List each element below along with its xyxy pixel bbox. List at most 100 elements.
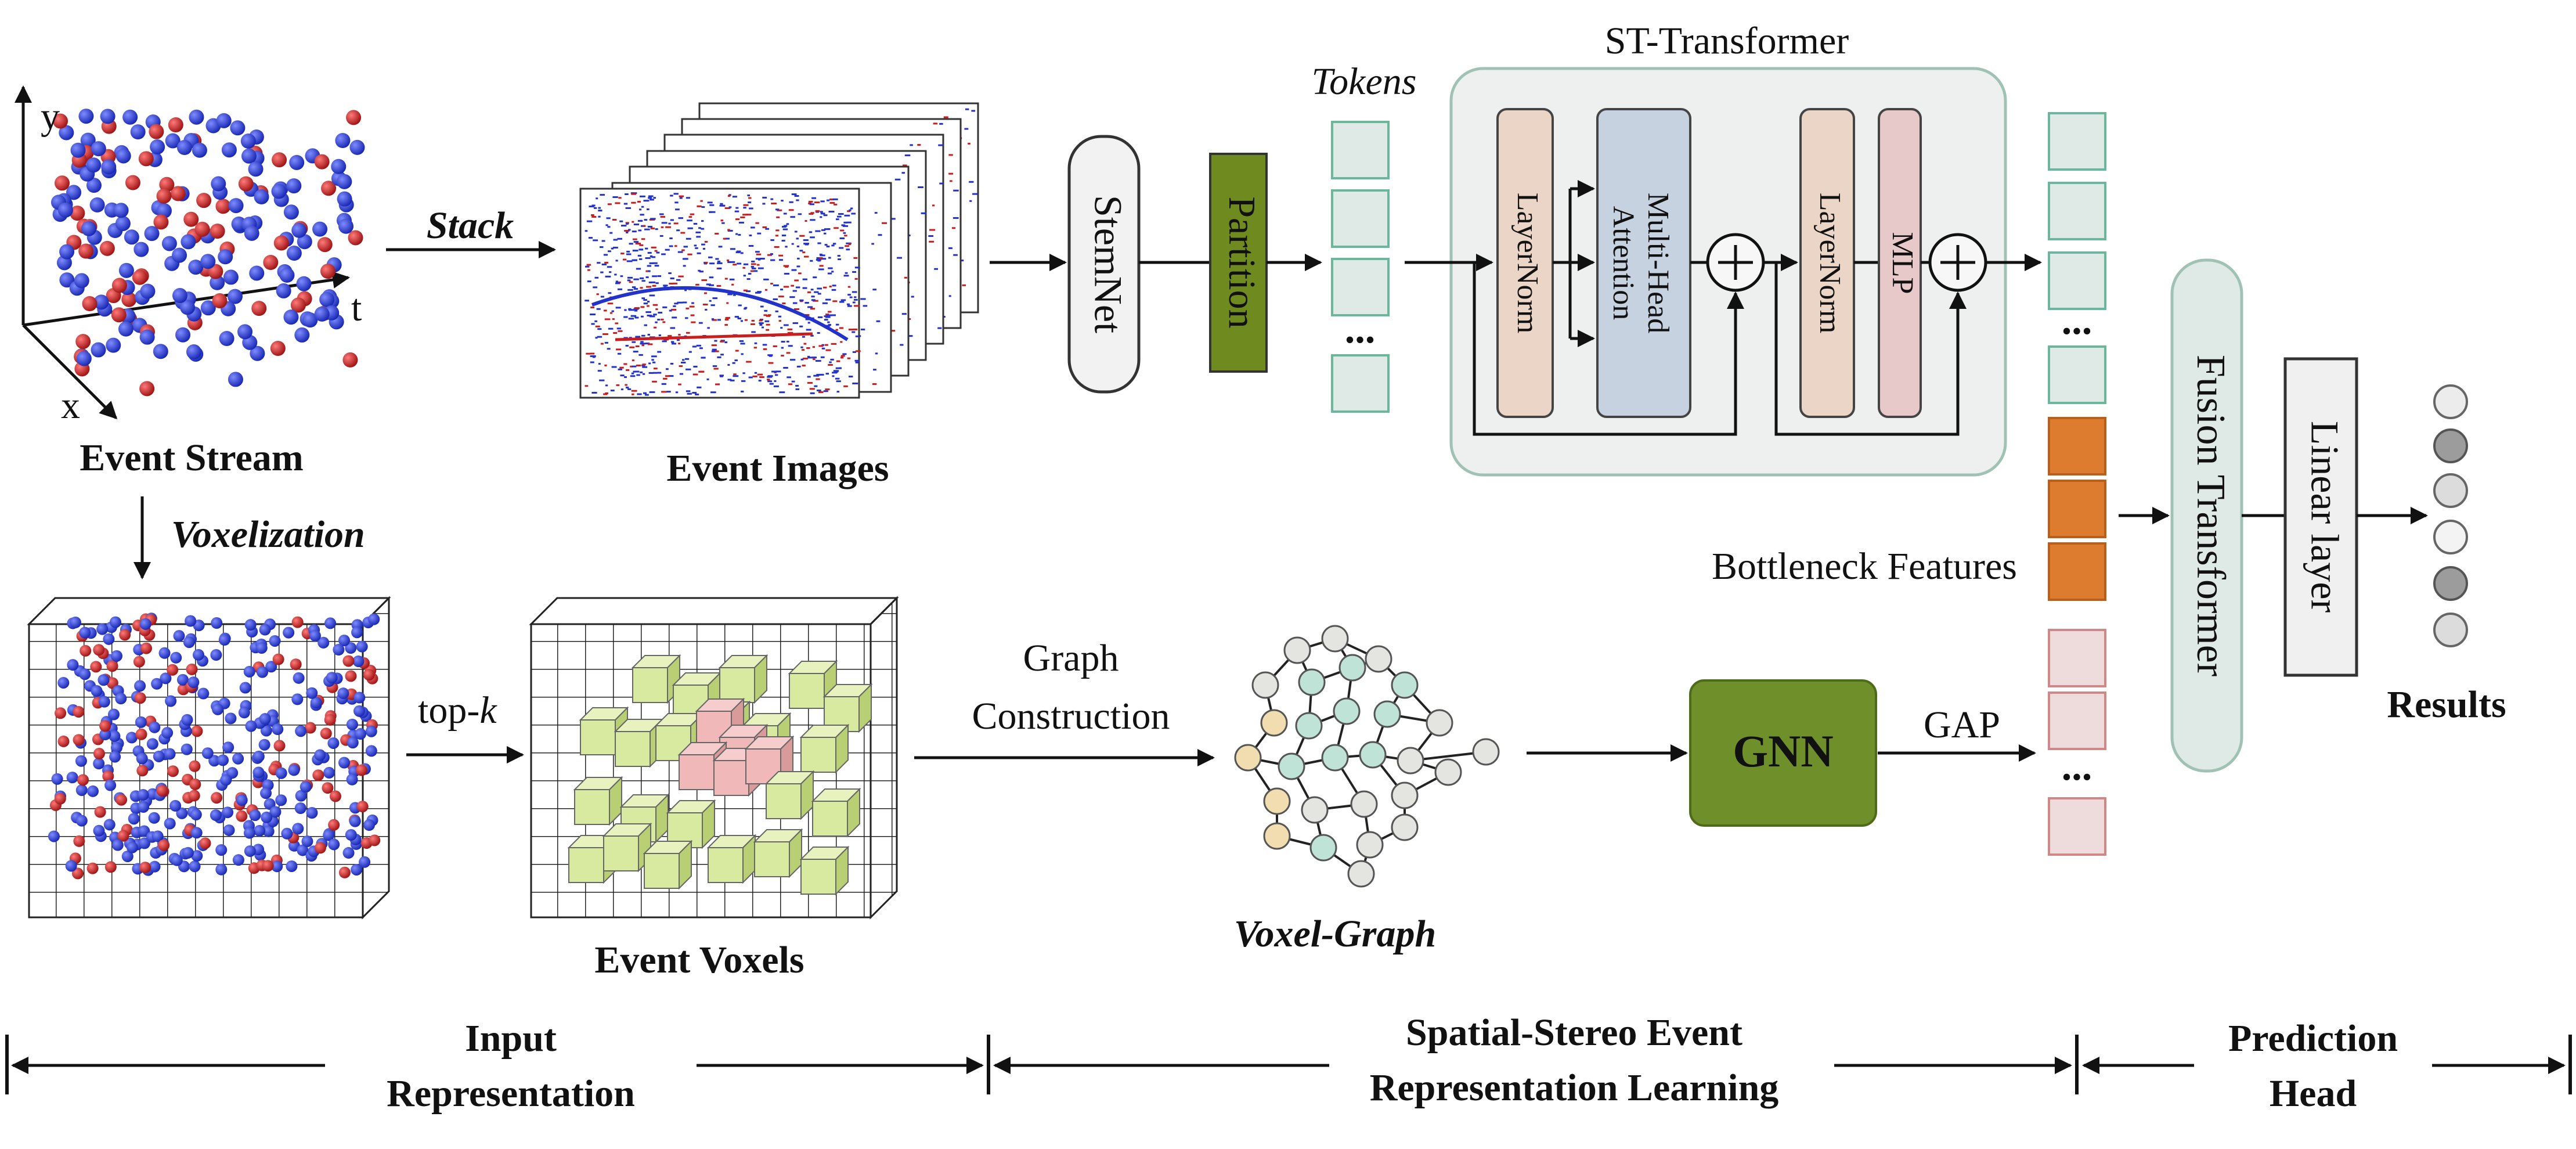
result-node: [2433, 613, 2468, 647]
stemnet-label: StemNet: [1086, 195, 1130, 333]
voxel-event-point: [156, 784, 168, 797]
stack-label: Stack: [427, 204, 514, 247]
voxel-event-point: [346, 718, 358, 730]
voxel-cube: [766, 783, 802, 819]
event-point: [91, 342, 106, 358]
voxel-event-point: [93, 644, 105, 656]
event-points: [50, 109, 365, 397]
voxel-event-point: [258, 739, 270, 751]
voxel-grid-figure: [27, 596, 391, 920]
voxel-event-point: [197, 687, 210, 700]
event-point: [93, 294, 109, 310]
fusion-transformer-label: Fusion Transformer: [2188, 355, 2233, 676]
event-images-label: Event Images: [666, 447, 889, 489]
voxel-event-point: [65, 860, 77, 872]
event-point: [270, 341, 286, 356]
voxel-cube: [632, 667, 668, 703]
voxel-event-point: [165, 695, 177, 707]
voxel-event-point: [167, 765, 179, 777]
voxel-event-point: [98, 696, 110, 708]
graph-node: [1391, 671, 1419, 699]
residual-2: [1774, 262, 1967, 436]
graph-node: [1338, 654, 1366, 682]
event-point: [86, 178, 102, 193]
voxel-cube: [603, 835, 639, 871]
voxel-event-point: [369, 834, 381, 847]
voxel-event-point: [86, 785, 99, 797]
event-point: [230, 120, 246, 136]
voxel-event-point: [104, 779, 117, 791]
event-point: [210, 224, 225, 239]
voxel-event-point: [318, 636, 330, 649]
event-stream-figure: y t x: [15, 85, 365, 427]
event-point: [82, 296, 98, 312]
voxel-event-point: [139, 862, 151, 874]
event-point: [153, 344, 168, 359]
voxel-event-point: [291, 693, 304, 705]
event-point: [75, 334, 91, 350]
voxel-event-point: [158, 839, 170, 851]
mlp-label: MLP: [1886, 232, 1919, 294]
event-point: [125, 175, 140, 190]
event-point: [76, 351, 92, 366]
voxel-event-point: [353, 705, 366, 717]
voxel-event-point: [236, 794, 248, 806]
voxel-event-point: [249, 809, 261, 822]
result-node: [2433, 384, 2468, 419]
voxel-event-point: [210, 809, 222, 822]
voxel-event-point: [103, 633, 115, 645]
voxel-event-point: [223, 824, 235, 836]
voxel-cube: [800, 737, 836, 773]
event-point: [216, 113, 232, 128]
voxel-event-point: [363, 819, 375, 831]
voxel-event-point: [314, 749, 326, 761]
voxel-event-point: [323, 829, 335, 841]
event-point: [179, 300, 195, 315]
voxel-cube: [568, 847, 604, 883]
voxel-event-point: [190, 809, 202, 821]
voxel-event-point: [71, 867, 84, 880]
voxel-cube: [754, 841, 790, 877]
voxel-cube: [644, 853, 680, 889]
voxel-cube: [719, 667, 755, 703]
event-point: [240, 134, 256, 149]
event-point: [57, 202, 73, 218]
voxel-event-point: [54, 793, 66, 805]
event-point: [279, 267, 295, 283]
graph-node: [1391, 781, 1419, 809]
voxel-event-point: [260, 787, 272, 799]
voxel-event-point: [217, 754, 229, 766]
voxel-event-point: [291, 616, 304, 628]
event-point: [53, 113, 68, 129]
event-point: [338, 218, 354, 234]
voxel-cube: [812, 801, 848, 837]
event-images-stack: [579, 102, 979, 399]
graph-construction-line1: Graph: [1023, 637, 1119, 679]
layernorm-1-label: LayerNorm: [1511, 193, 1544, 334]
voxel-event-point: [212, 703, 224, 715]
voxel-event-point: [232, 854, 244, 866]
voxel-event-point: [244, 845, 256, 857]
event-point: [111, 278, 127, 293]
voxel-event-point: [139, 618, 151, 630]
event-point: [181, 234, 196, 250]
voxel-event-point: [136, 752, 148, 765]
voxel-event-point: [181, 714, 193, 726]
event-point: [66, 185, 82, 200]
axis-y-label: y: [41, 95, 60, 138]
result-node: [2433, 473, 2468, 508]
event-point: [130, 124, 146, 140]
voxel-event-point: [222, 741, 234, 754]
event-point: [192, 142, 207, 158]
bottleneck-label: Bottleneck Features: [1712, 545, 2017, 588]
voxel-event-point: [288, 764, 300, 776]
voxel-event-point: [104, 861, 117, 873]
event-point: [283, 204, 299, 220]
event-point: [296, 276, 312, 291]
voxel-event-point: [167, 664, 179, 676]
st-output-token: [2048, 112, 2106, 171]
graph-node: [1283, 636, 1311, 664]
voxel-event-point: [244, 619, 257, 631]
event-point: [273, 235, 289, 251]
